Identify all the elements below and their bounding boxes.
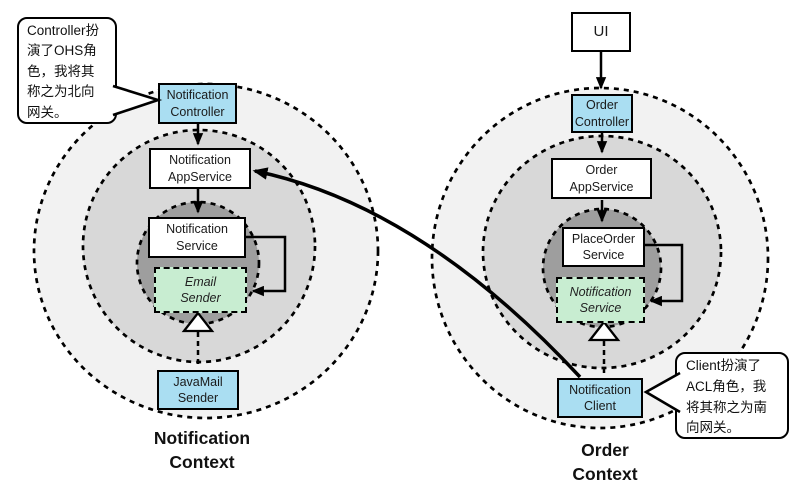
callout-text-line: Controller扮 bbox=[27, 23, 100, 38]
arrow-notificationclient-to-notification-appservice bbox=[252, 167, 582, 379]
node-email-sender: Email Sender bbox=[154, 267, 247, 313]
callout-ohs-north-gateway: Controller扮 演了OHS角 色，我将其 称之为北向 网关。 bbox=[17, 17, 117, 124]
order-context-title: Order Context bbox=[572, 440, 638, 484]
callout-text-line: Client扮演了 bbox=[686, 358, 762, 373]
node-notification-client: Notification Client bbox=[557, 378, 643, 418]
node-order-controller: Order Controller bbox=[571, 94, 633, 133]
node-notification-controller: Notification Controller bbox=[158, 83, 237, 124]
generalization-triangle-notificationservice bbox=[587, 320, 621, 342]
connector-service-to-emailsender bbox=[245, 235, 287, 297]
node-javamail-sender: JavaMail Sender bbox=[157, 370, 239, 410]
callout-text-line: 将其称之为南 bbox=[686, 399, 767, 415]
node-notification-appservice: Notification AppService bbox=[149, 148, 251, 189]
callout-text-line: ACL角色，我 bbox=[686, 378, 767, 394]
node-notification-service: Notification Service bbox=[148, 217, 246, 258]
callout-acl-south-gateway: Client扮演了 ACL角色，我 将其称之为南 向网关。 bbox=[675, 352, 789, 439]
callout-text-line: 色，我将其 bbox=[27, 63, 95, 79]
node-order-notification-service: Notification Service bbox=[556, 277, 645, 323]
callout-text-line: 称之为北向 bbox=[27, 84, 95, 100]
callout-text-line: 向网关。 bbox=[686, 420, 740, 436]
node-placeorder-service: PlaceOrder Service bbox=[562, 227, 645, 267]
callout-ohs-pointer bbox=[112, 84, 163, 117]
callout-text-line: 演了OHS角 bbox=[27, 43, 97, 59]
notification-context-title: Notification Context bbox=[153, 428, 251, 472]
connector-placeorder-to-notificationservice bbox=[644, 243, 684, 307]
node-ui: UI bbox=[571, 12, 631, 52]
generalization-triangle-emailsender bbox=[181, 311, 215, 333]
callout-text-line: 网关。 bbox=[27, 104, 68, 120]
node-order-appservice: Order AppService bbox=[551, 158, 652, 199]
